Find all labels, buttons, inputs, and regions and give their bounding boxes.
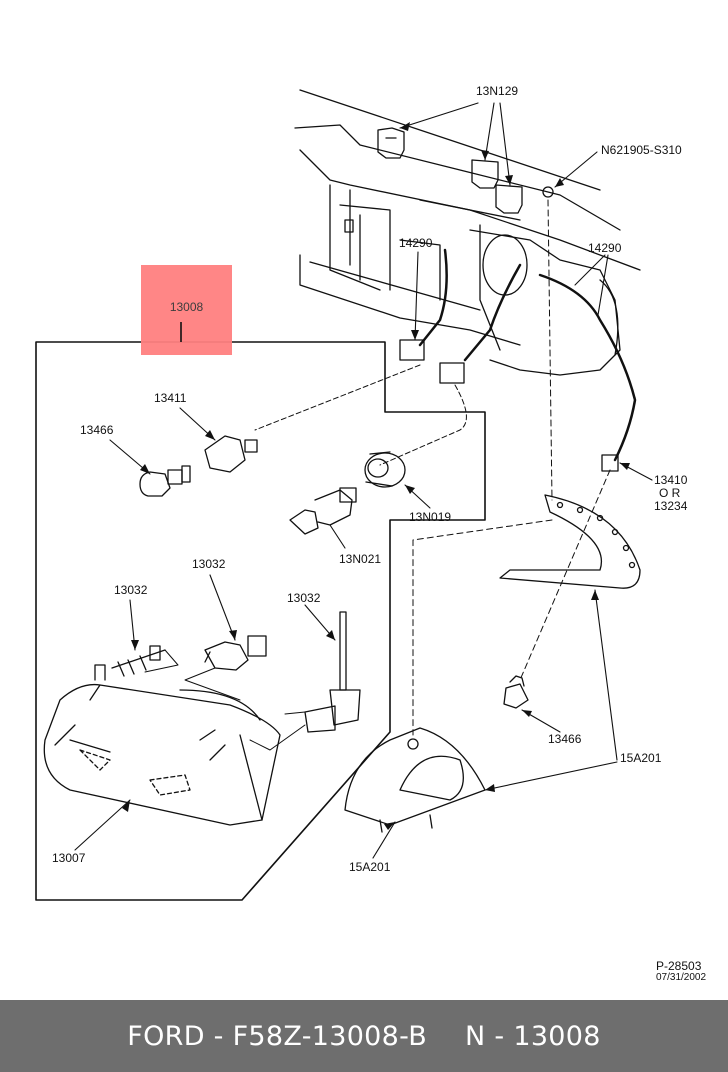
socket-13411 <box>204 435 258 473</box>
footer-part-number: FORD - F58Z-13008-B <box>127 1020 428 1052</box>
wiring-harness <box>418 248 637 462</box>
retainer-13N019 <box>364 451 406 488</box>
label-13N019: 13N019 <box>409 510 451 524</box>
label-N621905-S310: N621905-S310 <box>601 143 682 157</box>
radiator-support <box>294 89 641 376</box>
label-13N021: 13N021 <box>339 552 381 566</box>
label-13234: 13234 <box>654 499 688 513</box>
clip-13N129-c <box>495 184 523 214</box>
adjuster-screw-13032 <box>111 645 166 677</box>
label-13466-left: 13466 <box>80 423 114 437</box>
bulb-13N021 <box>289 487 357 535</box>
corner-lamp-15A201 <box>344 727 486 833</box>
footer-bar: FORD - F58Z-13008-B N - 13008 <box>0 1000 728 1072</box>
label-p28503: P-28503 <box>656 959 702 973</box>
arrow-heads <box>122 122 630 830</box>
label-14290-right: 14290 <box>588 241 622 255</box>
label-13N129: 13N129 <box>476 84 518 98</box>
callout-box <box>35 341 486 901</box>
label-15A201-right: 15A201 <box>620 751 662 765</box>
label-13008: 13008 <box>169 300 204 314</box>
adjuster-13032-center <box>204 635 267 671</box>
label-or: O R <box>659 486 681 500</box>
clip-13N129-a <box>377 127 405 159</box>
label-date: 07/31/2002 <box>656 972 706 983</box>
clip-13N129-b <box>471 159 499 189</box>
leader-lines <box>144 199 611 751</box>
label-13411: 13411 <box>154 391 187 405</box>
connector-center <box>439 362 465 384</box>
corner-lamp-bracket <box>499 494 641 589</box>
label-13466-right: 13466 <box>548 732 582 746</box>
adjuster-13032-right <box>304 611 361 733</box>
bulb-13466-right <box>503 675 529 709</box>
bulb-13466-left <box>139 465 191 497</box>
label-13007: 13007 <box>52 851 86 865</box>
footer-reference: N - 13008 <box>465 1020 601 1052</box>
label-14290-left: 14290 <box>399 236 433 250</box>
label-15A201-bottom: 15A201 <box>349 860 391 874</box>
label-13032-center: 13032 <box>192 557 226 571</box>
connector-left <box>399 339 425 361</box>
diagram-labels: 13N129 N621905-S310 14290 14290 13411 13… <box>52 84 706 983</box>
parts-diagram: 13N129 N621905-S310 14290 14290 13411 13… <box>35 84 706 983</box>
headlamp-13007 <box>43 664 281 826</box>
label-13032-left: 13032 <box>114 583 148 597</box>
highlight-13008: 13008 <box>141 265 232 355</box>
label-13032-right: 13032 <box>287 591 321 605</box>
label-13410: 13410 <box>654 473 688 487</box>
